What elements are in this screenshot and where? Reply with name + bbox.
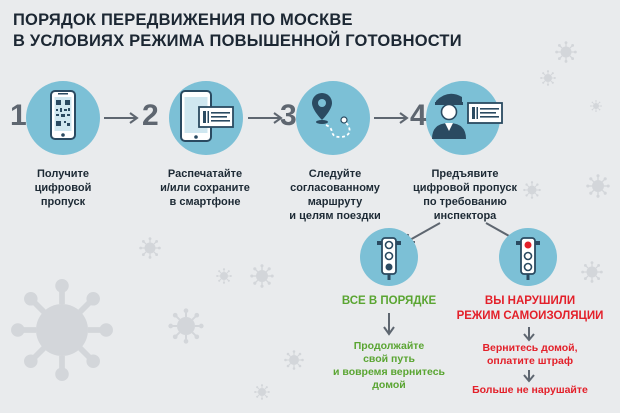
- arrow-ok-down: [383, 313, 395, 336]
- inspector-icon: [432, 93, 503, 139]
- step-2-number: 2: [142, 99, 159, 132]
- phone-pass-icon: [50, 90, 76, 140]
- step-3-text: Следуйте согласованному маршруту и целям…: [289, 168, 381, 222]
- arrow-step-3-to-4: [374, 112, 409, 124]
- step-3-circle: [296, 81, 370, 155]
- arrow-violation-down: [523, 327, 535, 342]
- step-3-number: 3: [280, 99, 297, 132]
- traffic-light-green-icon: [377, 237, 401, 280]
- violation-result-text: Вернитесь домой, оплатите штраф: [482, 342, 578, 367]
- step-2-text: Распечатайте и/или сохраните в смартфоне: [160, 168, 250, 208]
- route-pin-icon: [312, 93, 351, 138]
- status-ok: ВСЕ В ПОРЯДКЕ: [341, 295, 437, 307]
- title-line-1: ПОРЯДОК ПЕРЕДВИЖЕНИЯ ПО МОСКВЕ: [13, 11, 353, 29]
- step-4-number: 4: [410, 99, 427, 132]
- traffic-light-red-icon: [516, 237, 540, 280]
- page-title: ПОРЯДОК ПЕРЕДВИЖЕНИЯ ПО МОСКВЕ В УСЛОВИЯ…: [13, 10, 513, 52]
- status-violation: ВЫ НАРУШИЛИ РЕЖИМ САМОИЗОЛЯЦИИ: [456, 295, 604, 322]
- violation-final-text: Больше не нарушайте: [472, 384, 588, 396]
- ok-result-text: Продолжайте свой путь и вовремя вернитес…: [333, 340, 445, 391]
- step-4-text: Предъявите цифровой пропуск по требовани…: [413, 168, 517, 222]
- arrow-violation-final: [523, 370, 535, 383]
- step-1-text: Получите цифровой пропуск: [34, 168, 92, 208]
- step-1-number: 1: [10, 99, 27, 132]
- arrow-step-1-to-2: [104, 112, 139, 124]
- smartphone-ticket-icon: [180, 90, 234, 142]
- title-line-2: В УСЛОВИЯХ РЕЖИМА ПОВЫШЕННОЙ ГОТОВНОСТИ: [13, 32, 462, 50]
- arrow-step-2-to-3: [248, 112, 283, 124]
